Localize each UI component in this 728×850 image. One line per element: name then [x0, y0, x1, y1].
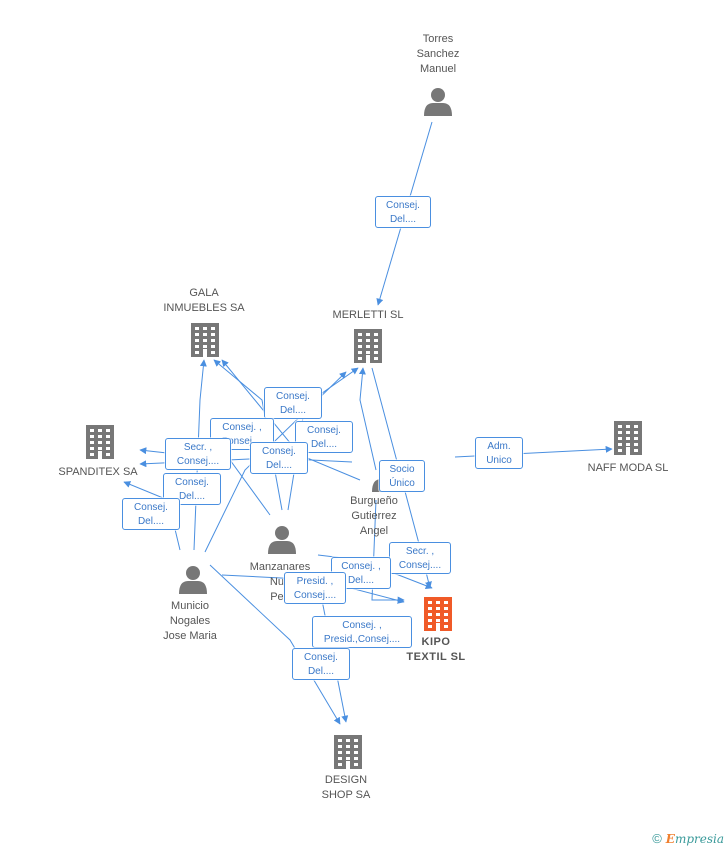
- kipo-textil-sl-building-icon[interactable]: [424, 597, 452, 631]
- edge-label-municio-spanditex[interactable]: Consej. Del....: [122, 498, 180, 530]
- edge-label-torres-merletti[interactable]: Consej. Del....: [375, 196, 431, 228]
- node-label-design-shop-sa[interactable]: DESIGN SHOP SA: [321, 774, 371, 801]
- node-label-burgueno-gutierrez-angel[interactable]: Burgueño Gutierrez Angel: [350, 495, 398, 537]
- torres-sanchez-manuel-person-icon[interactable]: [424, 88, 452, 116]
- edge-line: [371, 499, 405, 604]
- municio-nogales-jose-maria-person-icon[interactable]: [179, 566, 207, 594]
- spanditex-sa-building-icon[interactable]: [86, 425, 114, 459]
- copyright-icon: ©: [652, 831, 662, 846]
- empresia-logo: Empresia: [665, 832, 724, 846]
- node-label-torres-sanchez-manuel[interactable]: Torres Sanchez Manuel: [416, 33, 460, 75]
- edge-label-municio-kipo[interactable]: Presid. , Consej....: [284, 572, 346, 604]
- empresia-credit: ©Empresia: [652, 831, 724, 846]
- edge-line: [358, 367, 377, 471]
- edge-label-municio-merletti[interactable]: Consej. Del....: [250, 442, 308, 474]
- gala-inmuebles-sa-building-icon[interactable]: [191, 323, 219, 357]
- edge-label-burgueno-naff[interactable]: Adm. Unico: [475, 437, 523, 469]
- merletti-sl-building-icon[interactable]: [354, 329, 382, 363]
- edge-label-manzanares-spanditex[interactable]: Secr. , Consej....: [165, 438, 231, 470]
- node-label-spanditex-sa[interactable]: SPANDITEX SA: [58, 466, 138, 478]
- node-label-naff-moda-sl[interactable]: NAFF MODA SL: [587, 462, 669, 474]
- node-label-merletti-sl[interactable]: MERLETTI SL: [332, 309, 404, 321]
- node-label-municio-nogales-jose-maria[interactable]: Municio Nogales Jose Maria: [163, 600, 217, 642]
- edge-label-manzanares-design[interactable]: Consej. , Presid.,Consej....: [312, 616, 412, 648]
- empresia-logo-text: mpresia: [674, 832, 724, 846]
- node-icons: [86, 88, 642, 769]
- design-shop-sa-building-icon[interactable]: [334, 735, 362, 769]
- edge-line: [209, 564, 341, 725]
- naff-moda-sl-building-icon[interactable]: [614, 421, 642, 455]
- edge-label-merletti-kipo[interactable]: Socio Único: [379, 460, 425, 492]
- edge-label-burgueno-kipo[interactable]: Secr. , Consej....: [389, 542, 451, 574]
- node-label-gala-inmuebles-sa[interactable]: GALA INMUEBLES SA: [163, 287, 245, 314]
- node-label-kipo-textil-sl[interactable]: KIPO TEXTIL SL: [406, 636, 466, 663]
- edge-label-municio-design[interactable]: Consej. Del....: [292, 648, 350, 680]
- edge-label-manzanares-merletti[interactable]: Consej. Del....: [264, 387, 322, 419]
- manzanares-person-person-icon[interactable]: [268, 526, 296, 554]
